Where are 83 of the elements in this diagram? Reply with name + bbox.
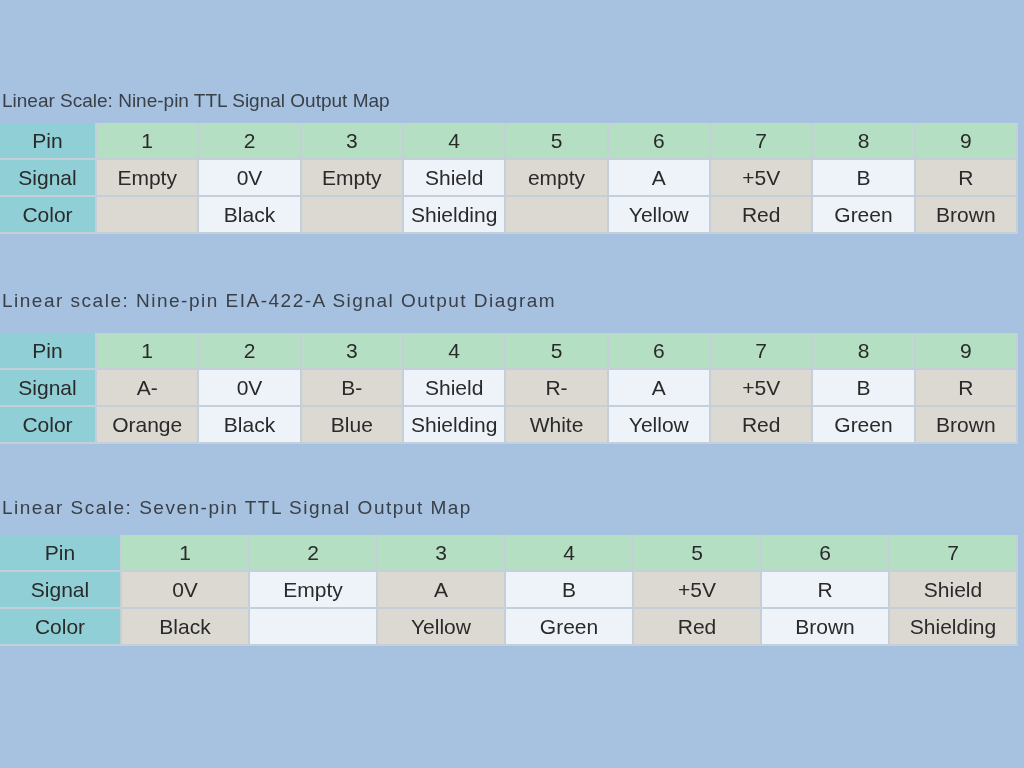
- table-cell: Shielding: [890, 609, 1018, 646]
- table-cell: Shield: [890, 572, 1018, 609]
- pin-number-cell: 5: [634, 535, 762, 572]
- row-header-cell: Signal: [0, 572, 122, 609]
- table-cell: Black: [122, 609, 250, 646]
- table-cell: Brown: [915, 407, 1018, 444]
- table-cell: Red: [634, 609, 762, 646]
- pin-number-cell: 2: [250, 535, 378, 572]
- table-cell: Brown: [915, 197, 1018, 234]
- table-cell: Red: [711, 407, 814, 444]
- table-cell: Green: [813, 197, 916, 234]
- row-header-cell: Signal: [0, 160, 97, 197]
- table-title: Linear Scale: Seven-pin TTL Signal Output Map: [2, 497, 472, 519]
- pin-number-cell: 5: [506, 123, 609, 160]
- table-cell: Shielding: [404, 197, 507, 234]
- table-title: Linear Scale: Nine-pin TTL Signal Output Map: [2, 90, 390, 112]
- pin-number-cell: 3: [378, 535, 506, 572]
- table-cell: B: [813, 370, 916, 407]
- table-cell: R: [915, 160, 1018, 197]
- table-cell: B: [813, 160, 916, 197]
- table-cell: Shield: [404, 370, 507, 407]
- pin-number-cell: 6: [608, 123, 711, 160]
- table-cell: +5V: [711, 370, 814, 407]
- table-cell: +5V: [711, 160, 814, 197]
- table-cell: Brown: [762, 609, 890, 646]
- pin-number-cell: 7: [711, 333, 814, 370]
- table-cell: 0V: [199, 160, 302, 197]
- pin-number-cell: 4: [404, 123, 507, 160]
- table-cell: Yellow: [378, 609, 506, 646]
- pin-number-cell: 8: [813, 333, 916, 370]
- pin-number-cell: 6: [762, 535, 890, 572]
- pin-number-cell: 1: [97, 123, 200, 160]
- table-cell: B: [506, 572, 634, 609]
- row-header-cell: Signal: [0, 370, 97, 407]
- pin-number-cell: 3: [301, 123, 404, 160]
- table-cell: Blue: [301, 407, 404, 444]
- table-cell: Orange: [97, 407, 200, 444]
- pin-number-cell: 1: [97, 333, 200, 370]
- table-cell: Yellow: [608, 407, 711, 444]
- table-cell: R: [762, 572, 890, 609]
- table-cell: 0V: [199, 370, 302, 407]
- row-header-cell: Pin: [0, 333, 97, 370]
- row-header-cell: Color: [0, 609, 122, 646]
- pin-number-cell: 9: [915, 333, 1018, 370]
- pin-number-cell: 8: [813, 123, 916, 160]
- table-cell: A-: [97, 370, 200, 407]
- table-cell: Green: [506, 609, 634, 646]
- pin-number-cell: 4: [404, 333, 507, 370]
- row-header-cell: Color: [0, 407, 97, 444]
- pin-number-cell: 9: [915, 123, 1018, 160]
- pin-number-cell: 7: [890, 535, 1018, 572]
- table-cell: Yellow: [608, 197, 711, 234]
- pin-number-cell: 7: [711, 123, 814, 160]
- pin-number-cell: 1: [122, 535, 250, 572]
- table-cell: Empty: [97, 160, 200, 197]
- table-cell: B-: [301, 370, 404, 407]
- table-cell: R-: [506, 370, 609, 407]
- table-title: Linear scale: Nine-pin EIA-422-A Signal Output Diagram: [2, 290, 557, 312]
- pin-number-cell: 2: [199, 333, 302, 370]
- table-cell: Shielding: [404, 407, 507, 444]
- pin-number-cell: 4: [506, 535, 634, 572]
- table-cell: A: [608, 370, 711, 407]
- table-cell: Empty: [250, 572, 378, 609]
- row-header-cell: Pin: [0, 535, 122, 572]
- table-cell: White: [506, 407, 609, 444]
- pin-number-cell: 6: [608, 333, 711, 370]
- table-cell: +5V: [634, 572, 762, 609]
- table-cell: Black: [199, 407, 302, 444]
- table-cell: 0V: [122, 572, 250, 609]
- pin-number-cell: 5: [506, 333, 609, 370]
- table-cell: Green: [813, 407, 916, 444]
- pin-number-cell: 2: [199, 123, 302, 160]
- table-cell: Empty: [301, 160, 404, 197]
- table-cell: A: [608, 160, 711, 197]
- table-cell: R: [915, 370, 1018, 407]
- table-cell: A: [378, 572, 506, 609]
- table-cell: Shield: [404, 160, 507, 197]
- table-cell: Black: [199, 197, 302, 234]
- row-header-cell: Color: [0, 197, 97, 234]
- table-cell: empty: [506, 160, 609, 197]
- row-header-cell: Pin: [0, 123, 97, 160]
- table-cell: Red: [711, 197, 814, 234]
- pin-number-cell: 3: [301, 333, 404, 370]
